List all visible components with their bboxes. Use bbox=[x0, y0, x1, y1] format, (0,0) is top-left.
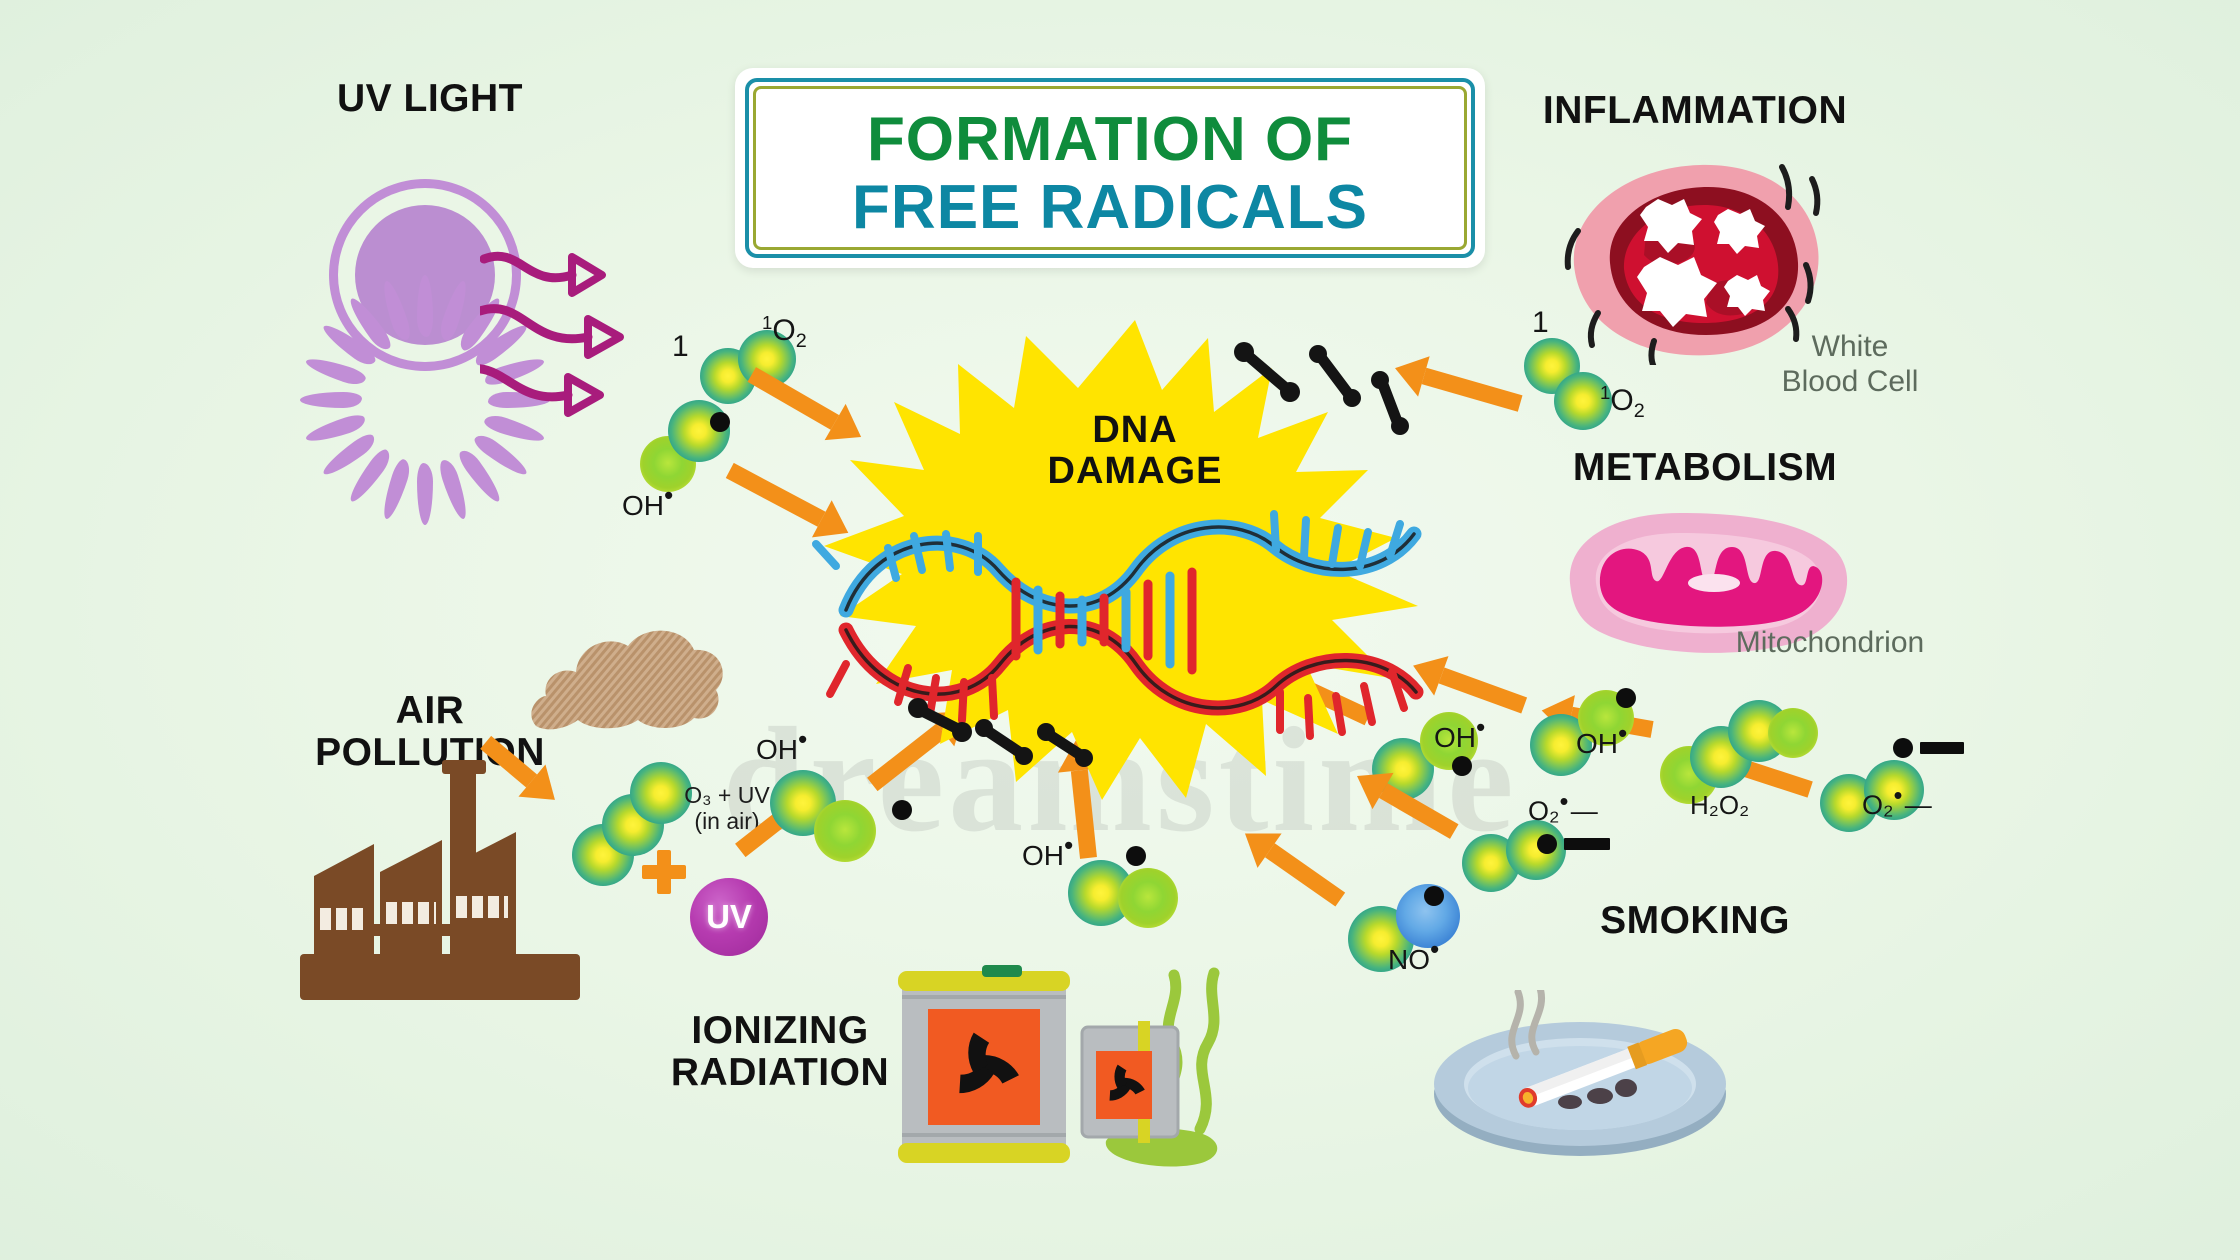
label-singlet-inflam-2: 1O2 bbox=[1600, 382, 1645, 422]
caption-white-blood-cell: White Blood Cell bbox=[1781, 330, 1919, 398]
factory-icon bbox=[300, 760, 580, 1000]
label-nitric-oxide: NO• bbox=[1388, 934, 1440, 975]
uv-ray-arrows-icon bbox=[480, 251, 624, 417]
heading-inflammation: INFLAMMATION bbox=[1542, 89, 1848, 132]
title-border-outer bbox=[745, 78, 1475, 258]
ashtray-icon bbox=[1434, 990, 1726, 1156]
dna-damage-burst bbox=[812, 320, 1424, 800]
electron-dot bbox=[1452, 756, 1472, 776]
charge-bar bbox=[1564, 838, 1610, 850]
molecule-superoxide-smoking bbox=[1462, 820, 1580, 902]
electron-dot bbox=[1537, 834, 1557, 854]
electron-dot bbox=[892, 800, 912, 820]
label-hydroxyl-pollution: OH• bbox=[756, 724, 808, 765]
heading-uv-light: UV LIGHT bbox=[337, 77, 523, 120]
radioactive-barrels-icon bbox=[898, 965, 1220, 1167]
inflammation-wound-icon bbox=[1564, 164, 1821, 365]
label-hydroxyl-ionizing: OH• bbox=[1022, 830, 1074, 871]
heading-smoking: SMOKING bbox=[1600, 899, 1790, 942]
title-line-2: FREE RADICALS bbox=[852, 173, 1368, 242]
molecule-hydrogen-peroxide bbox=[1660, 700, 1820, 810]
molecule-hydroxyl-radical-pollution bbox=[770, 770, 890, 862]
electron-dot bbox=[710, 412, 730, 432]
caption-mitochondrion: Mitochondrion bbox=[1735, 626, 1925, 659]
molecule-nitric-oxide bbox=[1348, 884, 1468, 976]
label-hydroxyl-metabolism-2: OH• bbox=[1434, 712, 1486, 753]
label-hydrogen-peroxide: H₂O₂ bbox=[1690, 790, 1750, 820]
label-singlet-inflam-1: 1 bbox=[1532, 306, 1549, 339]
label-singlet-oxygen-uv-1: 1 bbox=[672, 330, 689, 363]
electron-dot bbox=[1616, 688, 1636, 708]
uv-badge: UV bbox=[690, 878, 768, 956]
electron-dot bbox=[1424, 886, 1444, 906]
title-border-inner bbox=[753, 86, 1467, 250]
molecule-singlet-oxygen-inflammation bbox=[1524, 338, 1634, 433]
heading-metabolism: METABOLISM bbox=[1572, 446, 1838, 489]
uv-sun-icon bbox=[300, 150, 550, 525]
molecule-superoxide-metabolism bbox=[1820, 760, 1938, 840]
electron-dot bbox=[1893, 738, 1913, 758]
charge-bar bbox=[1920, 742, 1964, 754]
label-superoxide-metabolism: O₂• — bbox=[1862, 782, 1932, 820]
title-box: FORMATION OF FREE RADICALS bbox=[735, 68, 1485, 268]
plus-icon bbox=[642, 850, 686, 894]
smoke-plume-icon bbox=[531, 630, 723, 730]
molecule-hydroxyl-radical-ionizing bbox=[1068, 860, 1188, 950]
molecule-ozone bbox=[572, 762, 712, 887]
label-hydroxyl-metabolism-1: OH• bbox=[1576, 718, 1628, 759]
molecule-hydroxyl-radical-uv bbox=[640, 400, 750, 500]
label-dna-damage: DNA DAMAGE bbox=[1047, 409, 1223, 493]
electron-dot bbox=[1126, 846, 1146, 866]
title-line-1: FORMATION OF bbox=[866, 105, 1354, 174]
label-superoxide-smoking: O₂• — bbox=[1528, 788, 1598, 826]
heading-ionizing-radiation: IONIZING RADIATION bbox=[670, 1009, 890, 1095]
label-hydroxyl-radical-uv: OH• bbox=[622, 480, 674, 521]
mitochondrion-icon bbox=[1569, 513, 1848, 653]
molecule-singlet-oxygen-uv bbox=[700, 330, 810, 420]
label-singlet-oxygen-uv-2: 1O2 bbox=[762, 312, 807, 352]
